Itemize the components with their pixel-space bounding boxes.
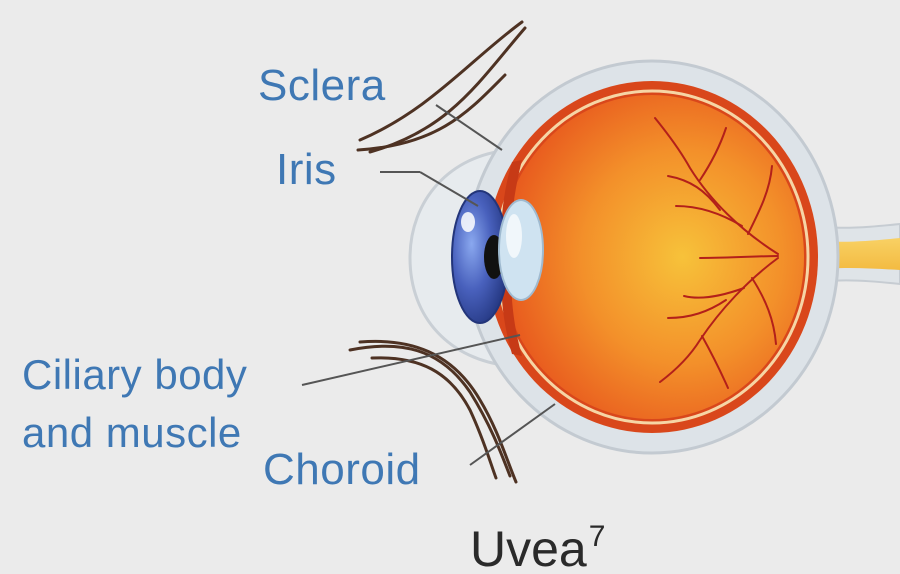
label-sclera: Sclera bbox=[258, 64, 386, 108]
label-ciliary-body: Ciliary body and muscle bbox=[22, 346, 247, 462]
label-iris: Iris bbox=[276, 148, 337, 192]
label-ciliary-line1: Ciliary body bbox=[22, 346, 247, 404]
diagram-caption: Uvea7 bbox=[470, 522, 605, 574]
label-ciliary-line2: and muscle bbox=[22, 404, 247, 462]
caption-superscript: 7 bbox=[589, 520, 606, 553]
lens bbox=[499, 200, 543, 300]
label-choroid: Choroid bbox=[263, 448, 421, 492]
iris-highlight bbox=[461, 212, 475, 232]
lens-shine bbox=[506, 214, 522, 258]
caption-text: Uvea bbox=[470, 521, 587, 574]
